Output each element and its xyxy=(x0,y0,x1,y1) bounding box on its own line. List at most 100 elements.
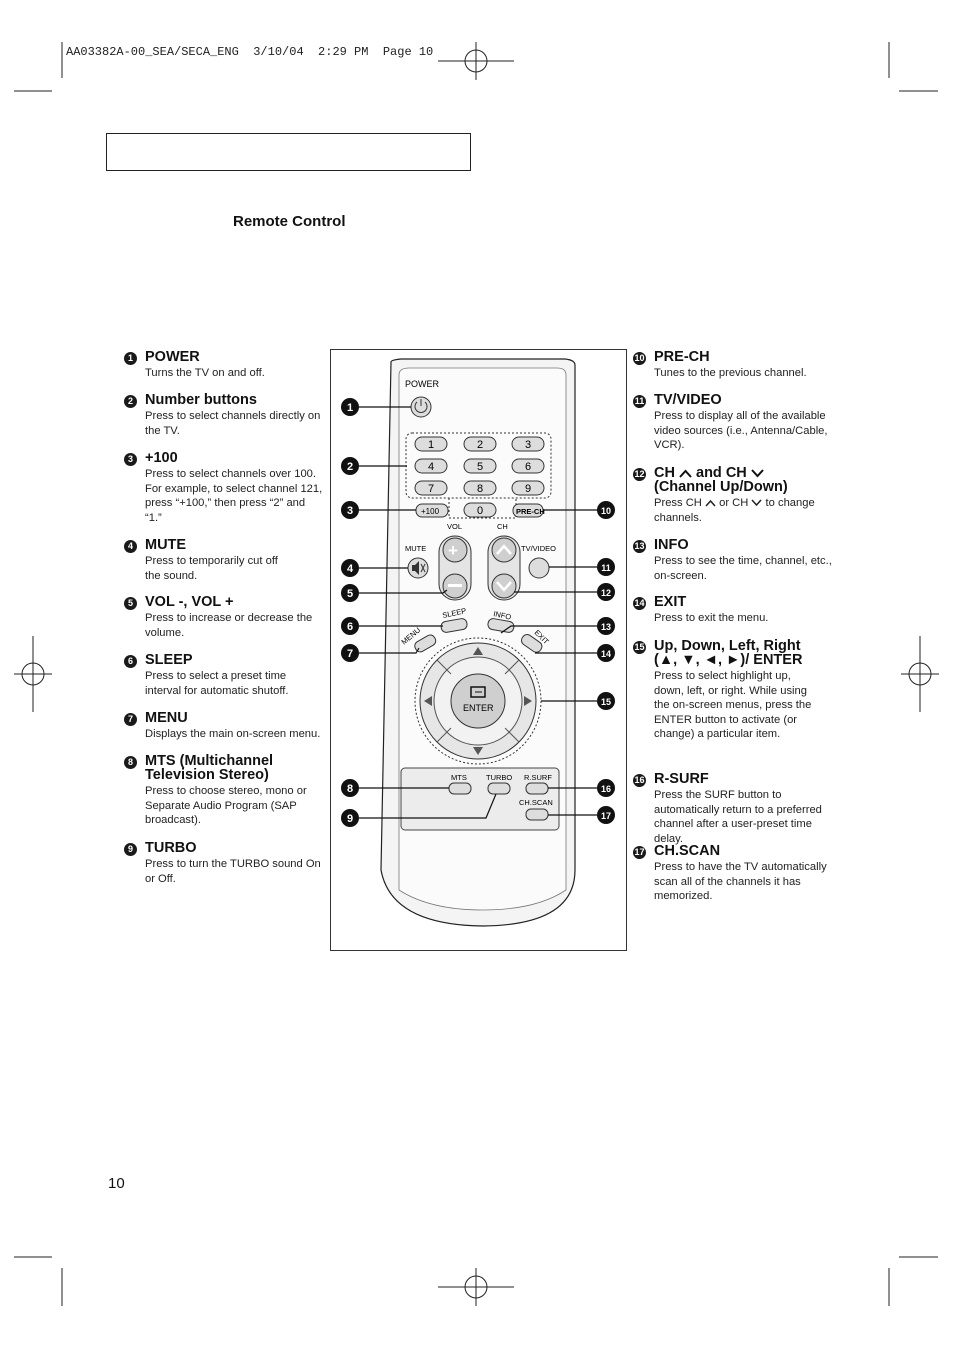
chevron-down-icon xyxy=(496,581,512,592)
channel-down-button[interactable] xyxy=(491,573,517,599)
mts-label: MTS xyxy=(451,773,467,782)
item-number: 2 xyxy=(124,395,137,408)
digit-label: 5 xyxy=(477,461,483,473)
up-arrow-button[interactable] xyxy=(473,647,483,655)
plus-icon: + xyxy=(448,541,458,560)
item-description: Press to temporarily cut off the sound. xyxy=(145,555,278,582)
callout-badge xyxy=(341,617,359,635)
info-label: INFO xyxy=(493,609,513,622)
callout-badge xyxy=(597,779,615,797)
rsurf-label: R.SURF xyxy=(524,773,552,782)
digit-2-button[interactable] xyxy=(463,436,497,452)
digit-7-button[interactable] xyxy=(414,480,448,496)
item-number: 4 xyxy=(124,540,137,553)
item-number: 5 xyxy=(124,597,137,610)
digit-1-button[interactable] xyxy=(414,436,448,452)
item-number: 1 xyxy=(124,352,137,365)
digit-label: 7 xyxy=(428,483,434,495)
callout-number: 14 xyxy=(601,649,611,659)
item-description: Press to select channels over 100. For e… xyxy=(145,468,323,524)
item-description: Press to display all of the available vi… xyxy=(654,410,828,452)
digit-0-button[interactable] xyxy=(463,502,497,518)
rsurf-button[interactable] xyxy=(525,782,549,795)
item-description: Press to select highlight up, down, left… xyxy=(654,670,812,741)
digit-6-button[interactable] xyxy=(511,458,545,474)
chscan-button[interactable] xyxy=(525,808,549,821)
item-title: INFO xyxy=(654,537,689,553)
item-description: Press to exit the menu. xyxy=(654,612,769,624)
item-description: Press to have the TV automatically scan … xyxy=(654,861,827,903)
callout-badge xyxy=(341,584,359,602)
item-title: TV/VIDEO xyxy=(654,392,722,408)
exit-button[interactable] xyxy=(520,633,544,655)
channel-up-button[interactable] xyxy=(491,537,517,563)
callout-number: 10 xyxy=(601,506,611,516)
chevron-up-icon xyxy=(679,469,692,478)
item-title: Up, Down, Left, Right (▲, ▼, ◄, ►)/ ENTE… xyxy=(654,638,803,668)
enter-icon xyxy=(470,686,486,698)
item-description: Tunes to the previous channel. xyxy=(654,367,807,379)
callout-number: 7 xyxy=(347,648,353,660)
dpad-divider xyxy=(436,727,452,743)
mute-label: MUTE xyxy=(405,544,426,553)
callout-number: 6 xyxy=(347,621,353,633)
callout-badge xyxy=(597,558,615,576)
item-number: 15 xyxy=(633,641,646,654)
callout-number: 16 xyxy=(601,784,611,794)
prech-label: PRE-CH xyxy=(516,507,545,516)
chscan-label: CH.SCAN xyxy=(519,798,553,807)
callout-badge xyxy=(341,809,359,827)
callout-number: 1 xyxy=(347,402,353,414)
speaker-mute-icon xyxy=(412,561,426,575)
dpad-divider xyxy=(436,659,452,675)
callout-number: 8 xyxy=(347,783,353,795)
tvvideo-button[interactable] xyxy=(528,557,550,579)
item-number: 8 xyxy=(124,756,137,769)
item-number: 14 xyxy=(633,597,646,610)
item-title: MTS (Multichannel Television Stereo) xyxy=(145,753,274,783)
item-description: Press CH or CH to change channels. xyxy=(654,496,843,525)
item-number: 16 xyxy=(633,774,646,787)
down-arrow-button[interactable] xyxy=(473,747,483,755)
title-part: CH xyxy=(654,465,675,481)
enter-button[interactable] xyxy=(450,673,506,729)
item-description: Press to choose stereo, mono or Separate… xyxy=(145,785,307,827)
item-number: 12 xyxy=(633,468,646,481)
chevron-down-icon xyxy=(751,499,762,507)
digit-9-button[interactable] xyxy=(511,480,545,496)
power-icon xyxy=(414,399,428,413)
item-description: Press to select a preset time interval f… xyxy=(145,670,289,697)
item-title: MUTE xyxy=(145,537,187,553)
title-part: (Channel Up/Down) xyxy=(654,479,788,495)
item-number: 7 xyxy=(124,713,137,726)
callout-number: 11 xyxy=(601,563,611,573)
mts-button[interactable] xyxy=(448,782,472,795)
digit-label: 4 xyxy=(428,461,434,473)
item-title: CH and CH (Channel Up/Down) xyxy=(654,465,843,495)
callout-badge xyxy=(341,559,359,577)
dpad-divider xyxy=(504,727,520,743)
item-number: 17 xyxy=(633,846,646,859)
chevron-up-icon xyxy=(705,499,716,507)
power-label: POWER xyxy=(405,379,440,389)
volume-up-button[interactable] xyxy=(442,537,468,563)
turbo-button[interactable] xyxy=(487,782,511,795)
digit-8-button[interactable] xyxy=(463,480,497,496)
bottom-panel xyxy=(400,767,560,831)
dpad-divider xyxy=(504,659,520,675)
digit-4-button[interactable] xyxy=(414,458,448,474)
left-arrow-button[interactable] xyxy=(424,696,432,706)
right-arrow-button[interactable] xyxy=(524,696,532,706)
digit-5-button[interactable] xyxy=(463,458,497,474)
digit-label: 6 xyxy=(525,461,531,473)
item-title: VOL -, VOL + xyxy=(145,594,234,610)
sleep-button[interactable] xyxy=(440,618,468,633)
menu-button[interactable] xyxy=(413,633,438,654)
item-title: PRE-CH xyxy=(654,349,710,365)
digit-3-button[interactable] xyxy=(511,436,545,452)
